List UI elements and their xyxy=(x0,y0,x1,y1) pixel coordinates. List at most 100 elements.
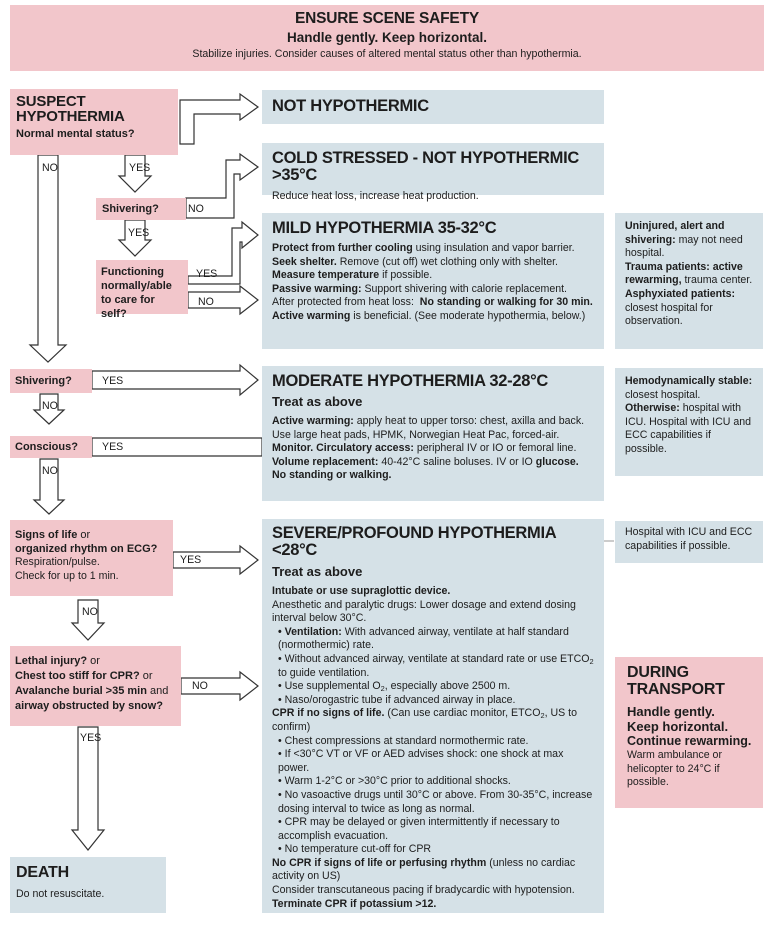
label-yes-signs: YES xyxy=(180,554,202,566)
shivering-question-1: Shivering? xyxy=(96,198,186,220)
severe-hypothermia-box: SEVERE/PROFOUND HYPOTHERMIA <28°C Treat … xyxy=(262,519,604,913)
severe-line-14-rest: (unless no cardiac activity on US) xyxy=(272,856,576,883)
signs-line-1-rest: or xyxy=(77,529,91,541)
severe-line-12: • CPR may be delayed or given intermitte… xyxy=(278,816,560,842)
arrow-shiver2-no xyxy=(32,393,66,425)
mild-line-6-bold: Active warming xyxy=(272,309,351,322)
moderate-title: MODERATE HYPOTHERMIA 32-28°C xyxy=(272,372,548,390)
moderate-line-2: Use large heat pads, HPMK, Norwegian Hea… xyxy=(272,428,560,441)
arrow-shiver1-yes xyxy=(117,219,153,257)
mild-line-5: After protected from heat loss: No stand… xyxy=(272,296,594,310)
transport-title-2: TRANSPORT xyxy=(627,681,725,698)
lethal-line-1: Lethal injury? or xyxy=(15,654,176,669)
severe-line-3-bold: • Ventilation: xyxy=(278,625,342,638)
not-hypothermic-title: NOT HYPOTHERMIC xyxy=(272,97,429,115)
label-no-conscious: NO xyxy=(42,465,58,477)
severe-line-3: • Ventilation: With advanced airway, ven… xyxy=(272,626,594,653)
death-title: DEATH xyxy=(16,864,69,881)
moderate-side-b: Otherwise: hospital with ICU. Hospital w… xyxy=(625,402,753,456)
arrow-moderate xyxy=(91,363,259,397)
scene-safety-note: Stabilize injuries. Consider causes of a… xyxy=(192,48,582,60)
label-no-lethal: NO xyxy=(192,680,208,692)
mild-line-2-bold: Seek shelter. xyxy=(272,255,337,268)
severe-line-16: Terminate CPR if potassium >12. xyxy=(272,898,594,912)
moderate-line-3-rest: peripheral IV or IO or femoral line. xyxy=(413,442,577,455)
transport-title-1: DURING xyxy=(627,664,689,681)
moderate-side-a-rest: closest hospital. xyxy=(625,388,701,401)
arrow-lethal-yes xyxy=(70,726,106,851)
severe-subtitle: Treat as above xyxy=(272,564,363,579)
severe-line-5-sub: 2 xyxy=(380,684,385,694)
mild-line-3: Measure temperature if possible. xyxy=(272,269,594,283)
suspect-hypothermia-box: SUSPECT HYPOTHERMIA Normal mental status… xyxy=(10,89,178,155)
moderate-line-4-bold: Volume replacement: xyxy=(272,455,379,468)
not-hypothermic-box: NOT HYPOTHERMIC xyxy=(262,90,604,124)
severe-line-3-rest: With advanced airway, ventilate at half … xyxy=(278,625,569,652)
moderate-side-a-bold: Hemodynamically stable: xyxy=(625,375,753,387)
label-no-functioning: NO xyxy=(198,296,214,308)
severe-line-1: Intubate or use supraglottic device. xyxy=(272,585,594,599)
cold-stressed-text: Reduce heat loss, increase heat producti… xyxy=(272,190,479,202)
moderate-line-5: No standing or walking. xyxy=(272,469,594,483)
arrow-mild-yes xyxy=(187,220,259,285)
mild-line-1-bold: Protect from further cooling xyxy=(272,242,413,254)
mild-line-5-bold: No standing or walking for 30 min. xyxy=(419,296,593,309)
severe-line-6: • Naso/orogastric tube if advanced airwa… xyxy=(278,693,516,706)
severe-line-15: Consider transcutaneous pacing if bradyc… xyxy=(272,884,575,897)
lethal-line-3: Avalanche burial >35 min and xyxy=(15,684,176,699)
mild-line-6-rest: is beneficial. (See moderate hypothermia… xyxy=(350,309,586,322)
lethal-line-1-rest: or xyxy=(87,655,100,667)
mild-side-a-rest: may not need hospital. xyxy=(625,233,743,260)
moderate-line-1: Active warming: apply heat to upper tors… xyxy=(272,415,594,429)
severe-line-7-sub: 2 xyxy=(540,711,545,721)
moderate-hypothermia-box: MODERATE HYPOTHERMIA 32-28°C Treat as ab… xyxy=(262,366,604,501)
during-transport-box: DURING TRANSPORT Handle gently. Keep hor… xyxy=(615,657,763,808)
functioning-line-3: to care for self? xyxy=(101,294,155,320)
transport-line-2: Keep horizontal. xyxy=(627,719,729,734)
label-no-shivering-2: NO xyxy=(42,400,58,412)
arrow-suspect-no xyxy=(28,154,68,363)
severe-line-16-bold: Terminate CPR if potassium >12. xyxy=(272,897,437,910)
severe-line-7-rest-2: , US to confirm) xyxy=(272,707,577,733)
lethal-line-4: airway obstructed by snow? xyxy=(15,700,163,712)
signs-line-4: Check for up to 1 min. xyxy=(15,569,119,582)
functioning-line-2: normally/able xyxy=(101,280,172,292)
lethal-line-2-rest: or xyxy=(139,670,153,682)
severe-side-text: Hospital with ICU and ECC capabilities i… xyxy=(625,526,753,552)
mild-side-a-bold: Uninjured, alert and shivering: xyxy=(625,220,725,246)
severe-line-2: Anesthetic and paralytic drugs: Lower do… xyxy=(272,598,576,625)
severe-line-1-bold: Intubate or use supraglottic device. xyxy=(272,585,451,597)
severe-line-13: • No temperature cut-off for CPR xyxy=(278,843,432,856)
mild-line-4-bold: Passive warming: xyxy=(272,282,362,295)
moderate-subtitle: Treat as above xyxy=(272,394,363,409)
suspect-title-2: HYPOTHERMIA xyxy=(16,108,125,125)
moderate-line-4-rest: 40-42°C saline boluses. IV or IO xyxy=(378,455,536,468)
moderate-line-1-rest: apply heat to upper torso: chest, axilla… xyxy=(353,415,585,427)
mild-side-c: Asphyxiated patients: closest hospital f… xyxy=(625,288,753,329)
severe-line-10: • Warm 1-2°C or >30°C prior to additiona… xyxy=(278,775,511,788)
lethal-line-3-rest: and xyxy=(146,685,169,697)
shivering-1-text: Shivering? xyxy=(102,203,159,215)
suspect-question: Normal mental status? xyxy=(16,128,135,140)
cold-stressed-title: COLD STRESSED - NOT HYPOTHERMIC >35°C xyxy=(272,149,579,184)
severe-line-7-rest: (Can use cardiac monitor, ETCO xyxy=(384,707,541,720)
mild-side-b: Trauma patients: active rewarming, traum… xyxy=(625,261,753,288)
arrow-not-hypothermic xyxy=(179,92,260,145)
label-no-suspect: NO xyxy=(42,162,58,174)
lethal-injury-question: Lethal injury? or Chest too stiff for CP… xyxy=(10,646,181,726)
lethal-line-2-bold: Chest too stiff for CPR? xyxy=(15,670,140,682)
conscious-text: Conscious? xyxy=(15,441,78,453)
mild-line-4-rest: Support shivering with calorie replaceme… xyxy=(361,282,568,295)
shivering-question-2: Shivering? xyxy=(10,369,92,393)
moderate-line-5-bold: No standing or walking. xyxy=(272,469,392,482)
shivering-2-text: Shivering? xyxy=(15,375,72,387)
label-no-shivering-1: NO xyxy=(188,203,204,215)
mild-line-1: Protect from further cooling using insul… xyxy=(272,242,594,256)
moderate-line-4-bold-2: glucose. xyxy=(535,455,579,468)
arrow-signs-no xyxy=(70,599,106,641)
mild-title: MILD HYPOTHERMIA 35-32°C xyxy=(272,219,497,237)
mild-line-2: Seek shelter. Remove (cut off) wet cloth… xyxy=(272,256,594,270)
moderate-side-a: Hemodynamically stable: closest hospital… xyxy=(625,375,753,402)
arrow-lethal-no xyxy=(180,670,259,702)
signs-line-1-bold: Signs of life xyxy=(15,529,78,541)
